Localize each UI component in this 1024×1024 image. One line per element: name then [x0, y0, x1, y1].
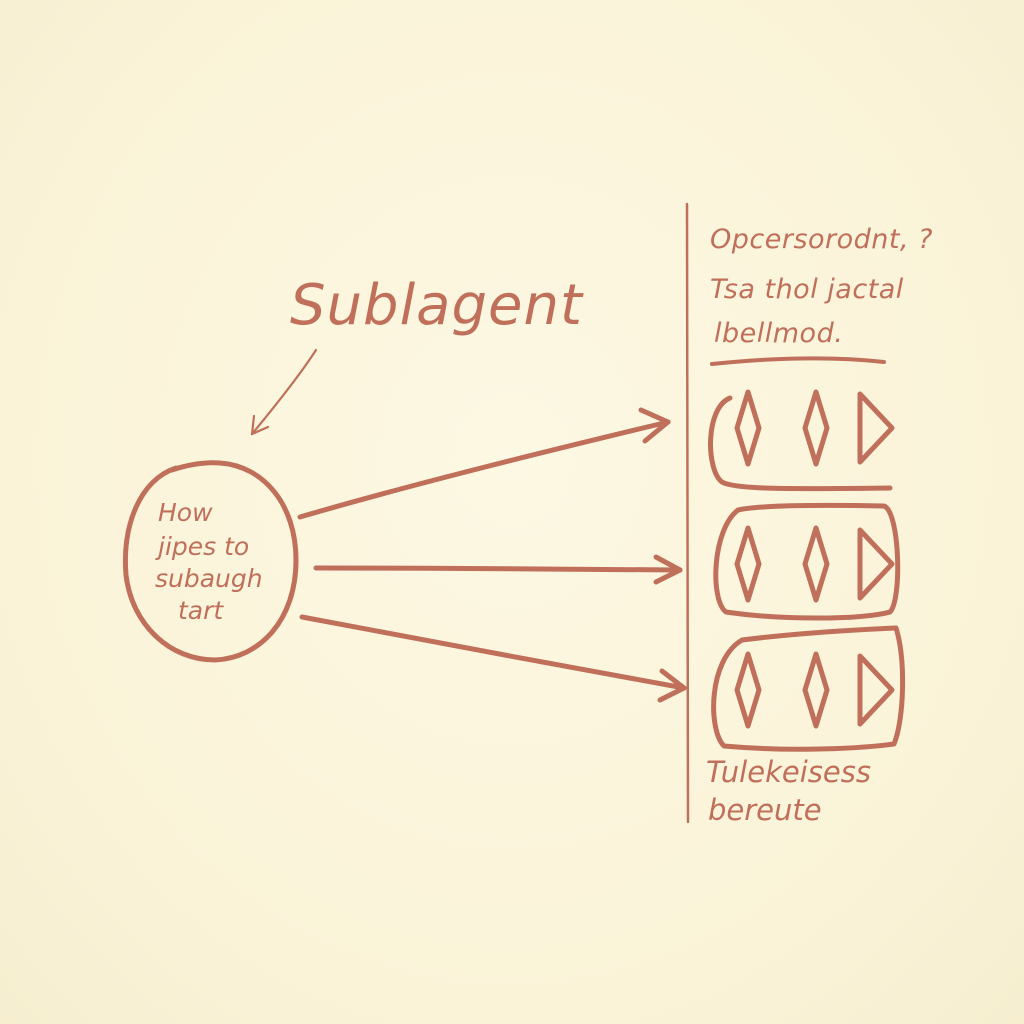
arrow-to-box-3 — [299, 614, 687, 703]
box-2-diamond-1 — [734, 525, 762, 603]
footer-line-1: Tulekeisess — [706, 755, 871, 789]
box-1-diamond-1 — [734, 389, 762, 467]
box-3-diamond-1 — [734, 651, 762, 729]
box-1 — [708, 395, 893, 492]
note-line-1: Opcersorodnt, ? — [710, 224, 933, 255]
box-3-diamond-2 — [802, 651, 830, 729]
arrow-to-box-2 — [313, 554, 683, 585]
note-line-3: lbellmod. — [714, 318, 844, 349]
box-3-triangle-3 — [857, 653, 895, 727]
title-pointer-arrow — [250, 348, 318, 436]
box-3 — [711, 625, 906, 752]
subagent-circle — [122, 460, 299, 663]
notes-underline — [710, 356, 886, 366]
box-1-diamond-2 — [802, 389, 830, 467]
diagram-title: Sublagent — [290, 273, 583, 338]
box-2-triangle-3 — [857, 527, 895, 601]
circle-text-line-3: subaugh — [155, 564, 263, 593]
box-2-diamond-2 — [802, 525, 830, 603]
box-2 — [713, 502, 901, 621]
box-1-triangle-3 — [857, 391, 895, 465]
footer-line-2: bereute — [708, 793, 822, 827]
circle-text-line-2: jipes to — [158, 532, 250, 561]
circle-text-line-4: tart — [178, 596, 224, 625]
circle-text-line-1: How — [158, 498, 213, 527]
arrow-to-box-1 — [297, 407, 671, 520]
vertical-divider — [685, 202, 690, 824]
note-line-2: Tsa thol jactal — [710, 274, 904, 305]
box-symbols — [734, 389, 895, 729]
